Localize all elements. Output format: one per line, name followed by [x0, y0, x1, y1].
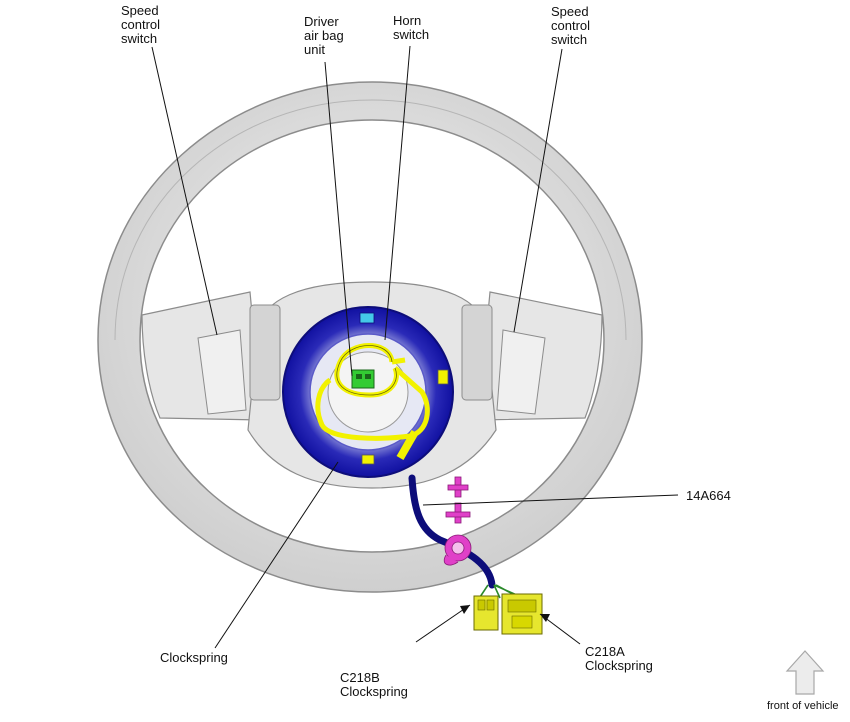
label-line: Clockspring	[340, 684, 408, 699]
label-c218b-clockspring: C218B Clockspring	[340, 671, 408, 699]
connector-c218a	[501, 593, 543, 635]
label-line: Horn	[393, 13, 422, 28]
clockspring-harness	[408, 474, 529, 601]
steering-wheel-rim	[97, 81, 643, 593]
label-line: air bag	[304, 28, 344, 43]
label-speed-control-switch-left: Speed control switch	[121, 4, 160, 46]
clockspring-ring	[282, 306, 454, 478]
label-part-number: 14A664	[686, 488, 731, 503]
label-line: C218B	[340, 670, 380, 685]
label-line: Driver	[304, 14, 339, 29]
label-clockspring: Clockspring	[160, 650, 228, 665]
label-line: control	[551, 18, 591, 33]
label-line: Clockspring	[585, 658, 653, 673]
label-line: switch	[551, 32, 588, 47]
horn-switch-connector	[351, 369, 375, 389]
label-speed-control-switch-right: Speed control switch	[551, 5, 590, 47]
label-c218a-clockspring: C218A Clockspring	[585, 645, 653, 673]
label-line: unit	[304, 42, 325, 57]
airbag-harness-outline	[336, 345, 397, 396]
label-line: switch	[393, 27, 430, 42]
label-line: control	[121, 17, 161, 32]
label-line: Speed	[121, 3, 159, 18]
right-switch-panel	[461, 304, 546, 415]
label-line: C218A	[585, 644, 625, 659]
harness-retainer-clip	[443, 476, 472, 566]
label-driver-air-bag-unit: Driver air bag unit	[304, 15, 344, 57]
label-line: Speed	[551, 4, 589, 19]
leader-arrowheads	[460, 605, 550, 622]
left-switch-panel	[197, 304, 281, 415]
label-line: switch	[121, 31, 158, 46]
front-of-vehicle-arrow-icon	[785, 650, 825, 695]
label-horn-switch: Horn switch	[393, 14, 429, 42]
connector-c218b	[473, 595, 499, 631]
label-front-of-vehicle: front of vehicle	[767, 700, 839, 712]
